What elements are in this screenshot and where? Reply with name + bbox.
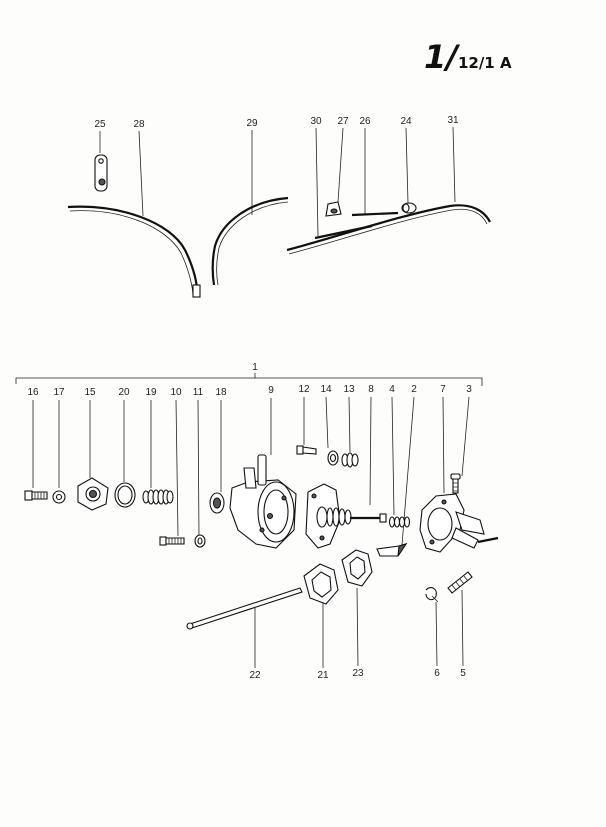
callout-4: 4 bbox=[389, 384, 395, 395]
callout-15: 15 bbox=[84, 387, 96, 398]
callout-26: 26 bbox=[359, 116, 371, 127]
callout-18: 18 bbox=[215, 387, 227, 398]
part-17-washer bbox=[52, 490, 66, 504]
part-10-screw bbox=[159, 536, 185, 546]
callout-5: 5 bbox=[460, 668, 466, 679]
page-reference-sub: 12/1 A bbox=[457, 54, 512, 72]
callout-8: 8 bbox=[368, 384, 374, 395]
part-30-line-section bbox=[314, 224, 373, 240]
callout-3: 3 bbox=[466, 384, 472, 395]
part-3-screw bbox=[450, 473, 461, 494]
callout-27: 27 bbox=[337, 116, 349, 127]
part-18-seal bbox=[209, 492, 225, 514]
part-2-rocker-arm bbox=[376, 543, 408, 557]
leader-24 bbox=[405, 127, 409, 204]
part-9-pump-lower-body bbox=[229, 454, 297, 549]
callout-30: 30 bbox=[310, 116, 322, 127]
callout-31: 31 bbox=[447, 115, 459, 126]
callout-group-1: 1 bbox=[252, 362, 258, 373]
callout-7: 7 bbox=[440, 384, 446, 395]
leader-27 bbox=[337, 127, 344, 203]
callout-17: 17 bbox=[53, 387, 65, 398]
callout-11: 11 bbox=[193, 387, 204, 398]
fuel-pump-assembly: 16 17 15 20 19 10 11 18 9 12 14 13 8 4 2… bbox=[24, 384, 499, 557]
part-5-stud bbox=[447, 571, 473, 594]
part-14-washer bbox=[327, 450, 339, 466]
part-21-gasket bbox=[303, 563, 339, 605]
part-4-spring bbox=[388, 516, 411, 528]
part-28-hose bbox=[67, 205, 199, 298]
callout-2: 2 bbox=[411, 384, 417, 395]
callout-23: 23 bbox=[352, 668, 364, 679]
lower-parts: 22 21 23 6 5 bbox=[186, 549, 473, 681]
callout-20: 20 bbox=[118, 387, 130, 398]
part-15-flange bbox=[77, 477, 109, 511]
part-20-o-ring bbox=[114, 482, 136, 508]
part-22-pushrod bbox=[186, 587, 303, 630]
part-16-bolt bbox=[24, 490, 48, 501]
part-26-line bbox=[351, 211, 399, 217]
callout-21: 21 bbox=[317, 670, 329, 681]
page-reference-main: 1/ bbox=[424, 38, 458, 76]
part-24-sleeve bbox=[401, 202, 417, 214]
callout-14: 14 bbox=[320, 384, 332, 395]
callout-12: 12 bbox=[298, 384, 310, 395]
callout-16: 16 bbox=[27, 387, 39, 398]
part-7-pump-upper-housing bbox=[419, 493, 499, 553]
callout-13: 13 bbox=[343, 384, 355, 395]
callout-25: 25 bbox=[94, 119, 106, 130]
callout-24: 24 bbox=[400, 116, 412, 127]
part-12-screw bbox=[296, 445, 317, 455]
callout-10: 10 bbox=[170, 387, 182, 398]
part-25-clip bbox=[94, 154, 108, 192]
part-11-spring-washer bbox=[194, 534, 206, 548]
leader-30 bbox=[315, 127, 319, 237]
part-31-fuel-line bbox=[286, 204, 491, 252]
leader-28 bbox=[138, 130, 144, 217]
part-27-grommet bbox=[325, 201, 342, 217]
part-13-spring bbox=[341, 452, 359, 468]
leader-31 bbox=[452, 126, 456, 203]
part-6-washer bbox=[425, 587, 439, 603]
callout-6: 6 bbox=[434, 668, 440, 679]
callout-19: 19 bbox=[145, 387, 157, 398]
part-19-spring bbox=[142, 489, 174, 505]
part-29-hose bbox=[211, 196, 289, 286]
callout-9: 9 bbox=[268, 385, 274, 396]
callout-28: 28 bbox=[133, 119, 145, 130]
callout-29: 29 bbox=[246, 118, 258, 129]
page-reference: 1/12/1 A bbox=[424, 38, 512, 76]
group-bracket-1: 1 bbox=[15, 362, 483, 386]
part-23-gasket bbox=[341, 549, 373, 587]
callout-22: 22 bbox=[249, 670, 261, 681]
top-assembly: 25 28 29 30 27 26 24 31 bbox=[67, 115, 491, 298]
part-8-diaphragm bbox=[305, 483, 387, 549]
